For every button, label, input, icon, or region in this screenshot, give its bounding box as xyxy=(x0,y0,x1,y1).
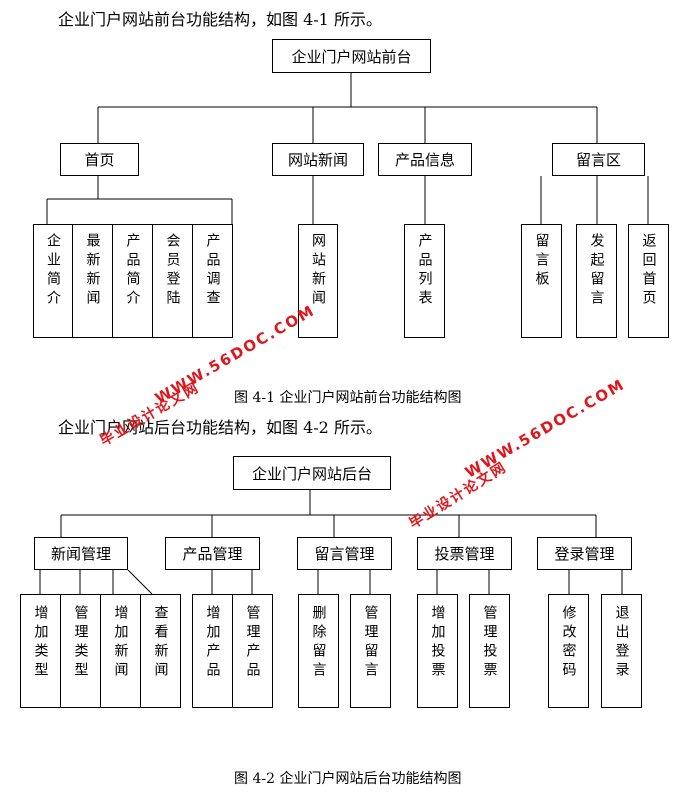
back-node-message-mgmt: 留言管理 xyxy=(297,537,392,570)
back-leaf-manage-message: 管理留言 xyxy=(350,594,391,708)
figure-caption-back: 图 4-2 企业门户网站后台功能结构图 xyxy=(234,771,462,787)
back-leaf-change-password: 修改密码 xyxy=(548,594,589,708)
front-node-home: 首页 xyxy=(60,143,139,176)
back-leaf-add-vote: 增加投票 xyxy=(417,594,458,708)
back-leaf-add-category: 增加类型 xyxy=(20,594,61,708)
front-leaf-product-list: 产品列表 xyxy=(404,224,445,338)
intro-paragraph-back: 企业门户网站后台功能结构，如图 4-2 所示。 xyxy=(58,418,382,437)
back-node-product-mgmt: 产品管理 xyxy=(165,537,260,570)
front-leaf-latest-news: 最新新闻 xyxy=(72,224,113,338)
back-node-vote-mgmt: 投票管理 xyxy=(417,537,512,570)
back-leaf-delete-message: 删除留言 xyxy=(298,594,339,708)
front-leaf-site-news: 网站新闻 xyxy=(298,224,338,338)
back-leaf-logout: 退出登录 xyxy=(601,594,642,708)
back-node-news-mgmt: 新闻管理 xyxy=(34,537,128,570)
front-leaf-product-survey: 产品调查 xyxy=(192,224,233,338)
front-leaf-back-home: 返回首页 xyxy=(628,224,669,338)
front-leaf-product-intro: 产品简介 xyxy=(112,224,153,338)
front-node-site-news: 网站新闻 xyxy=(272,143,364,176)
back-leaf-add-product: 增加产品 xyxy=(192,594,233,708)
front-leaf-post-message: 发起留言 xyxy=(576,224,617,338)
front-leaf-company-intro: 企业简介 xyxy=(33,224,73,338)
back-root-node: 企业门户网站后台 xyxy=(233,456,391,490)
back-leaf-manage-category: 管理类型 xyxy=(60,594,101,708)
back-leaf-manage-product: 管理产品 xyxy=(232,594,273,708)
intro-paragraph-front: 企业门户网站前台功能结构，如图 4-1 所示。 xyxy=(58,10,382,29)
back-leaf-view-news: 查看新闻 xyxy=(140,594,181,708)
front-leaf-member-login: 会员登陆 xyxy=(152,224,193,338)
front-node-message-area: 留言区 xyxy=(552,143,645,176)
front-leaf-message-board: 留言板 xyxy=(521,224,562,338)
figure-caption-front: 图 4-1 企业门户网站前台功能结构图 xyxy=(234,390,462,406)
back-leaf-add-news: 增加新闻 xyxy=(100,594,141,708)
back-leaf-manage-vote: 管理投票 xyxy=(469,594,510,708)
back-node-login-mgmt: 登录管理 xyxy=(537,537,632,570)
front-node-product-info: 产品信息 xyxy=(378,143,472,176)
front-root-node: 企业门户网站前台 xyxy=(272,39,431,73)
